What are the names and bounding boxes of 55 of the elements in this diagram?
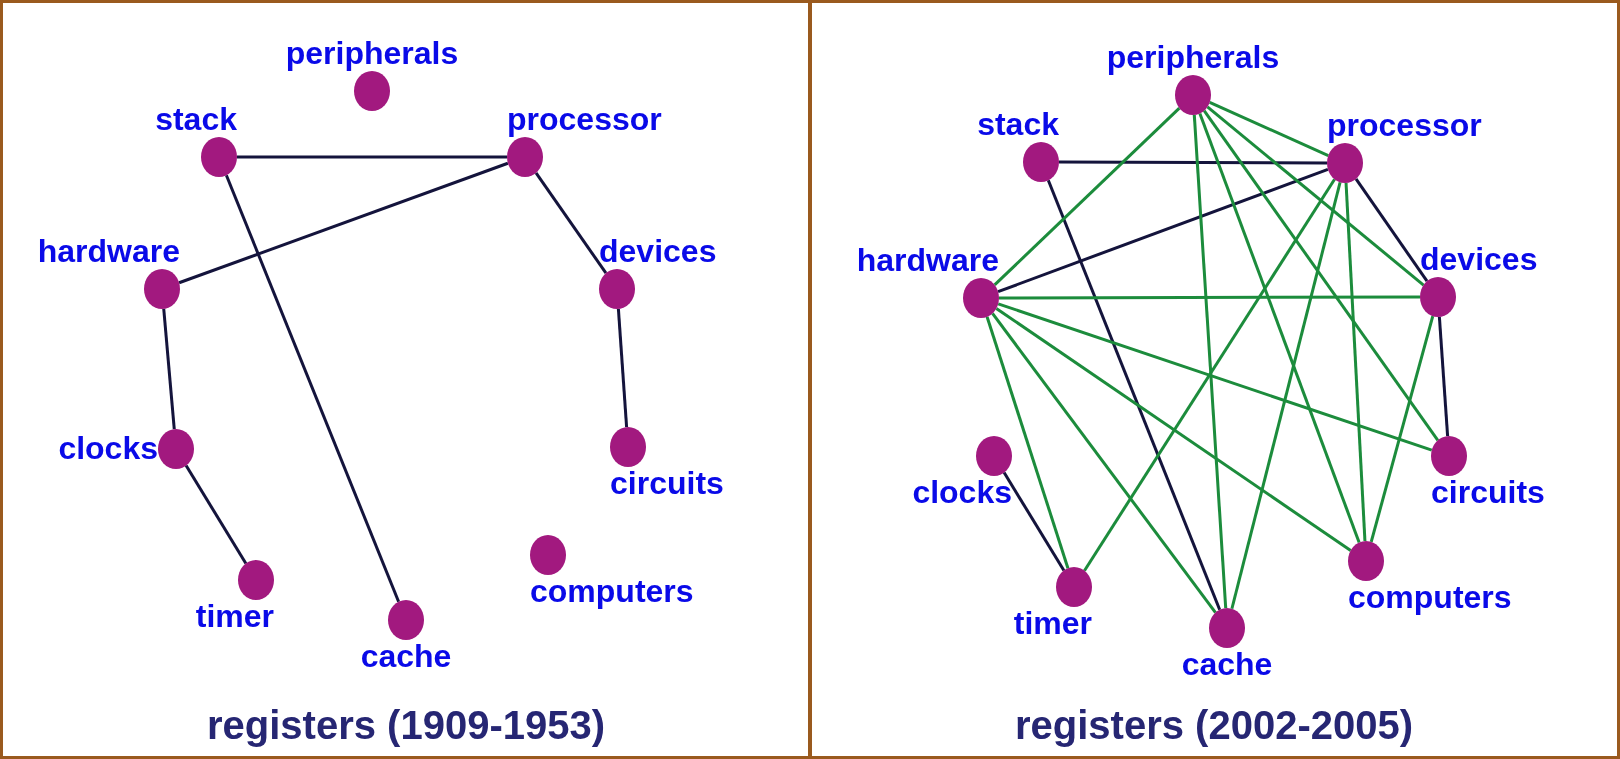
node-label: circuits: [610, 467, 724, 501]
node-label: processor: [507, 103, 662, 137]
node-label: computers: [1348, 581, 1512, 615]
edge-line: [1083, 178, 1336, 572]
node-label: timer: [1013, 607, 1092, 641]
edge-line: [1209, 101, 1329, 157]
edge-line: [1059, 160, 1327, 165]
node-label: clocks: [58, 432, 158, 466]
node-label: computers: [530, 575, 694, 609]
node-label: devices: [599, 235, 717, 269]
node-label: cache: [360, 640, 452, 674]
edge-line: [997, 167, 1329, 294]
edge-line: [224, 174, 401, 603]
panel-title: registers (1909-1953): [207, 703, 605, 748]
edge-line: [1369, 315, 1435, 543]
node-label: cache: [1181, 648, 1273, 682]
edge-line: [184, 464, 248, 565]
network-node: [1348, 541, 1512, 615]
node-label: timer: [195, 600, 274, 634]
panel-frame: [808, 0, 1620, 759]
edge-line: [999, 295, 1420, 300]
node-label: peripherals: [285, 37, 459, 71]
edge-line: [534, 171, 608, 275]
edge-line: [237, 155, 507, 159]
edge-line: [993, 106, 1181, 287]
node-label: stack: [155, 103, 237, 137]
edge-line: [178, 161, 509, 285]
edge-line: [997, 302, 1433, 452]
edge-line: [1002, 471, 1066, 572]
edge-line: [1354, 178, 1429, 282]
edge-line: [1202, 109, 1440, 442]
node-label: clocks: [912, 476, 1012, 510]
panel-title: registers (2002-2005): [1015, 703, 1413, 748]
edge-line: [1437, 316, 1450, 437]
edge-line: [1230, 181, 1342, 610]
network-node: [58, 429, 194, 469]
edge-line: [162, 308, 176, 430]
edge-line: [995, 307, 1352, 552]
node-label: hardware: [37, 235, 180, 269]
edge-line: [1198, 112, 1361, 544]
network-node: [530, 535, 694, 609]
node-label: circuits: [1431, 476, 1545, 510]
edge-line: [1046, 179, 1222, 611]
edge-line: [1192, 114, 1228, 609]
edge-line: [985, 316, 1070, 569]
panel-frame: [0, 0, 812, 759]
node-label: peripherals: [1106, 41, 1280, 75]
edge-line: [991, 312, 1217, 614]
edge-line: [616, 308, 629, 428]
node-label: hardware: [856, 244, 999, 278]
node-label: stack: [977, 108, 1059, 142]
node-label: processor: [1327, 109, 1482, 143]
edge-line: [1344, 182, 1367, 542]
edge-line: [1206, 105, 1425, 287]
node-label: devices: [1420, 243, 1538, 277]
